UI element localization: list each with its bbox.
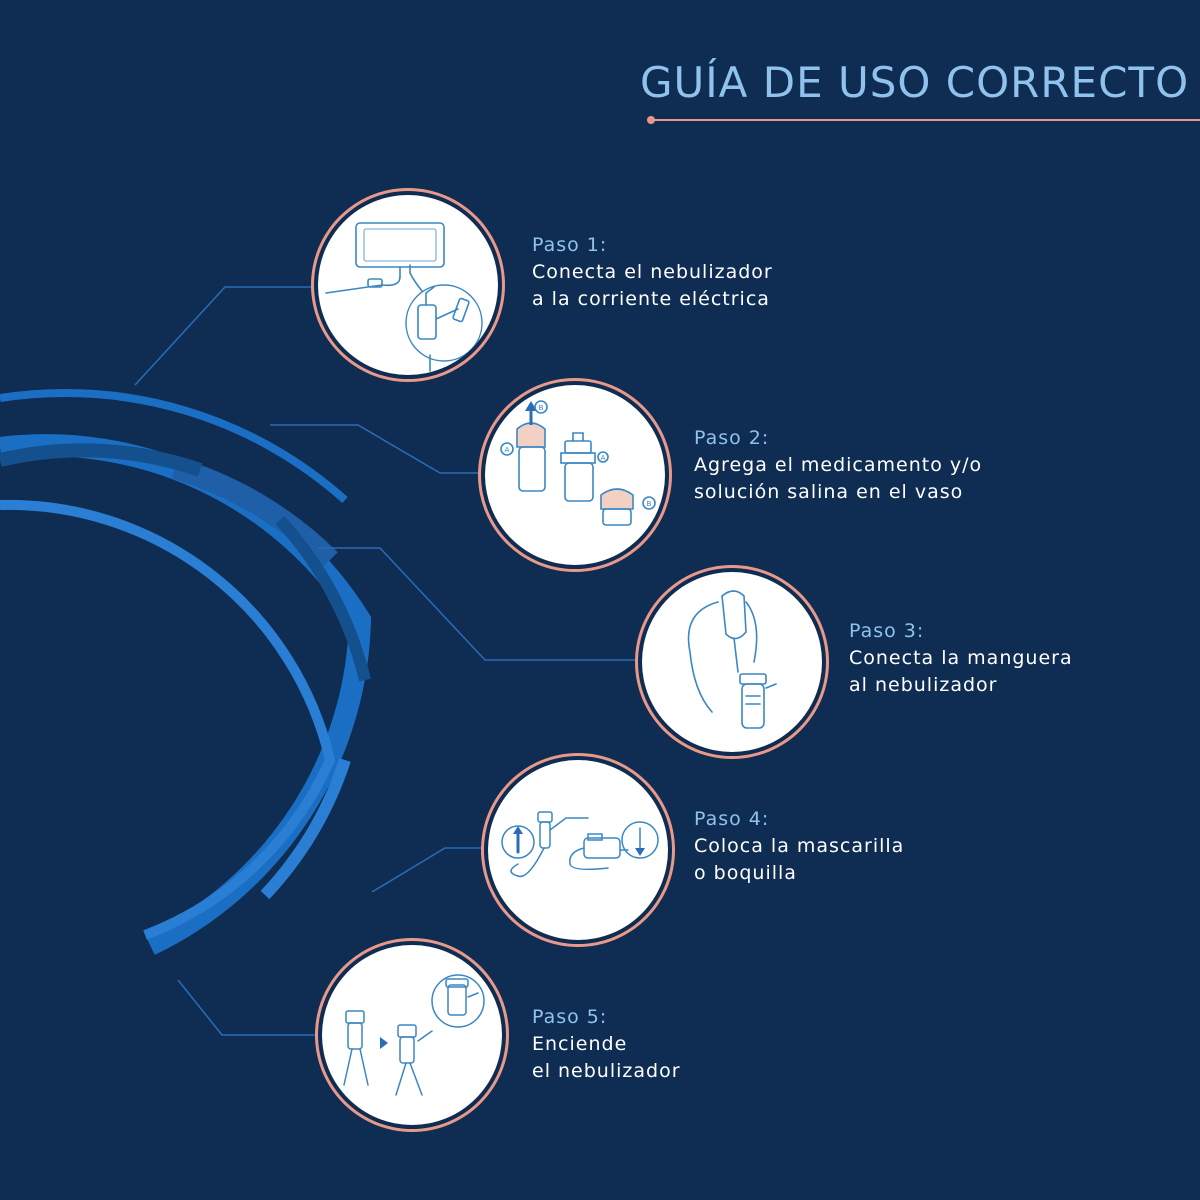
mask-mouthpiece-icon: [501, 811, 659, 878]
step-3-label: Paso 3:: [849, 620, 925, 642]
step-1-label: Paso 1:: [532, 234, 608, 256]
step-4-text: Paso 4: Coloca la mascarilla o boquilla: [694, 806, 904, 887]
step-1-illustration: [318, 195, 498, 375]
plug-in-nebulizer-icon: [325, 222, 483, 372]
mark-b-1: B: [539, 404, 544, 412]
step-4-line-2: o boquilla: [694, 862, 797, 884]
mask-hose-icon: [687, 590, 777, 729]
step-2-label: Paso 2:: [694, 427, 770, 449]
step-3-line-1: Conecta la manguera: [849, 647, 1073, 669]
step-4-label: Paso 4:: [694, 808, 770, 830]
step-1-line-2: a la corriente eléctrica: [532, 288, 770, 310]
step-5-line-1: Enciende: [532, 1033, 628, 1055]
mark-a-2: A: [601, 454, 606, 462]
step-2-line-2: solución salina en el vaso: [694, 481, 964, 503]
page-title: GUÍA DE USO CORRECTO: [640, 58, 1190, 107]
mark-b-2: B: [647, 500, 652, 508]
step-5-label: Paso 5:: [532, 1006, 608, 1028]
power-on-icon: [343, 974, 485, 1096]
step-3-line-2: al nebulizador: [849, 674, 998, 696]
step-2-line-1: Agrega el medicamento y/o: [694, 454, 983, 476]
step-4-line-1: Coloca la mascarilla: [694, 835, 905, 857]
title-underline-dot: [647, 116, 655, 124]
step-1-text: Paso 1: Conecta el nebulizador a la corr…: [532, 232, 773, 313]
step-3-text: Paso 3: Conecta la manguera al nebulizad…: [849, 618, 1073, 699]
step-5-line-2: el nebulizador: [532, 1060, 681, 1082]
step-5-text: Paso 5: Enciende el nebulizador: [532, 1004, 681, 1085]
mark-a-1: A: [505, 446, 510, 454]
step-3-illustration: [642, 572, 822, 752]
title-underline: [650, 119, 1200, 121]
step-5-illustration: [322, 945, 502, 1125]
step-4-illustration: [488, 760, 668, 940]
step-1-line-1: Conecta el nebulizador: [532, 261, 773, 283]
medicine-cup-icon: B A A B: [500, 400, 656, 526]
step-2-illustration: B A A B: [485, 385, 665, 565]
step-2-text: Paso 2: Agrega el medicamento y/o soluci…: [694, 425, 982, 506]
